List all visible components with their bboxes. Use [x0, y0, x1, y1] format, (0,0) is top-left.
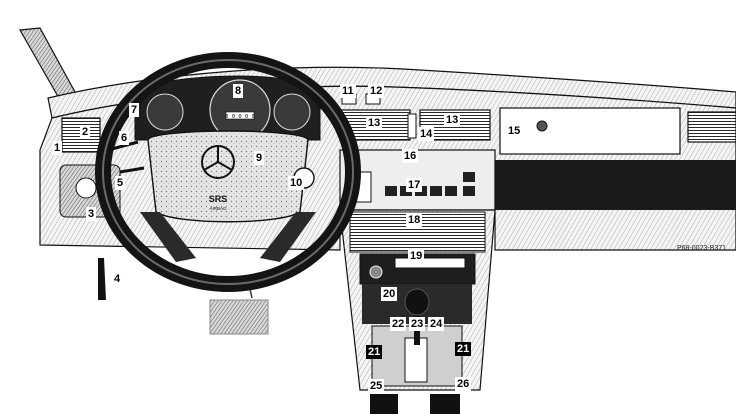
callout-11: 11 — [340, 84, 356, 98]
glove-box-lid — [499, 107, 681, 155]
radio-display — [394, 257, 466, 269]
callout-1: 1 — [52, 141, 63, 155]
lower-dash-band — [495, 160, 736, 210]
callout-19: 19 — [408, 249, 425, 263]
hazard-switch — [407, 113, 417, 139]
turn-signal-stalk — [107, 140, 139, 152]
callout-15: 15 — [506, 124, 523, 138]
cruise-control-lever — [119, 166, 145, 174]
callout-12: 12 — [368, 84, 385, 98]
callout-7: 7 — [129, 103, 140, 117]
left-air-vent — [61, 117, 101, 153]
callout-24: 24 — [428, 317, 445, 331]
callout-6: 6 — [119, 131, 130, 145]
odometer-window — [225, 111, 255, 120]
airbag-pad — [147, 130, 309, 223]
gear-lever-knob — [404, 288, 430, 316]
steering-wheel-rim-highlight — [102, 59, 354, 285]
callout-22: 22 — [390, 317, 407, 331]
callout-25: 25 — [368, 379, 385, 393]
airbag-badge-line2: AIRBAG — [209, 206, 227, 211]
callout-8: 8 — [233, 84, 244, 98]
light-switch-knob — [75, 177, 97, 199]
console-lower-right — [430, 394, 460, 414]
right-air-vent — [687, 111, 736, 143]
parking-brake-release — [98, 258, 106, 300]
callout-14: 14 — [418, 127, 435, 141]
callout-23: 23 — [409, 317, 426, 331]
callout-10: 10 — [288, 176, 305, 190]
callout-18: 18 — [406, 213, 423, 227]
callout-2: 2 — [80, 125, 91, 139]
star-emblem-points — [203, 146, 233, 171]
callout-26: 26 — [455, 377, 472, 391]
callout-3: 3 — [86, 207, 97, 221]
radio-knob — [369, 265, 383, 279]
callout-21: 21 — [366, 345, 383, 359]
glove-box-lock — [536, 120, 548, 132]
callout-4: 4 — [112, 272, 123, 286]
wheel-spoke-right — [260, 212, 316, 262]
a-pillar — [19, 27, 76, 101]
tachometer — [273, 93, 311, 131]
figure-reference-code: P68-0023-B371 — [677, 245, 727, 252]
airbag-badge-line1: SRS — [209, 194, 228, 204]
callout-20: 20 — [381, 287, 398, 301]
left-gauge — [146, 93, 184, 131]
pedal-area — [209, 299, 269, 335]
callout-9: 9 — [254, 151, 265, 165]
odometer-reading: 0 0 0 0 0 — [225, 114, 255, 120]
callout-21: 21 — [455, 342, 472, 356]
callout-16: 16 — [402, 149, 419, 163]
callout-5: 5 — [115, 176, 126, 190]
callout-13: 13 — [366, 116, 383, 130]
wheel-spoke-left — [140, 212, 196, 262]
callout-17: 17 — [406, 178, 423, 192]
callout-13: 13 — [444, 113, 461, 127]
console-lower-left — [370, 394, 398, 414]
